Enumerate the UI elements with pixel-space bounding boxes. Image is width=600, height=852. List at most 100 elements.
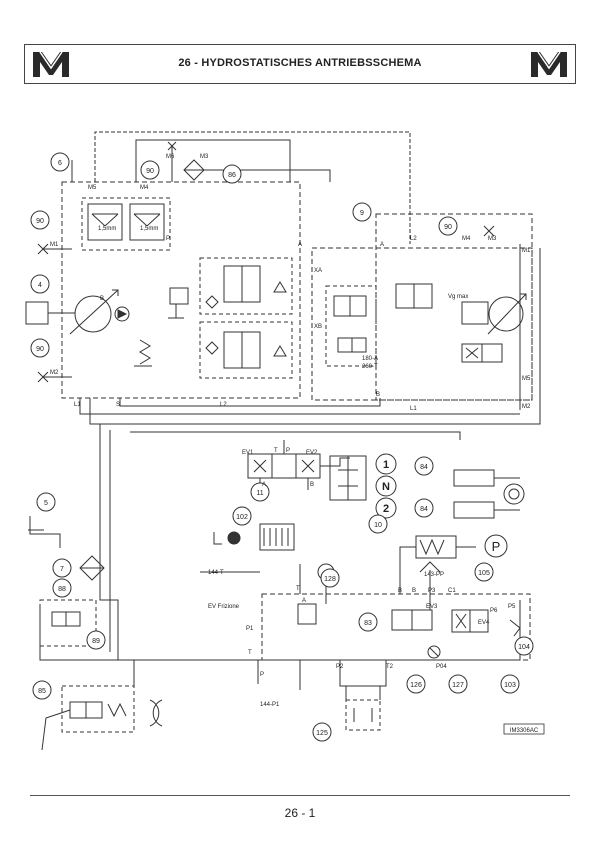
port-xa: XA	[314, 268, 322, 274]
port-p3: P3	[428, 588, 436, 594]
valve-ev4-label: EV4	[478, 620, 490, 626]
control-block	[261, 593, 531, 661]
callout-5: 5	[44, 500, 48, 507]
port-m2-left: M2	[50, 370, 59, 376]
vg-max-label: Vg max	[448, 294, 468, 300]
brand-logo-right	[529, 49, 569, 79]
port-m2-right: M2	[522, 404, 531, 410]
callout-9: 9	[360, 210, 364, 217]
port-b-mid-2: B	[412, 588, 416, 594]
callout-83: 83	[364, 620, 372, 627]
callout-90-left: 90	[36, 218, 44, 225]
callout-103: 103	[504, 682, 516, 689]
valve-ev3-label: EV3	[426, 604, 438, 610]
callout-90-right: 90	[444, 224, 452, 231]
gear-neutral-label: N	[382, 481, 390, 493]
footer-divider	[30, 795, 570, 796]
line-143-pp: 143-PP	[424, 572, 444, 578]
brake-cylinder-bottom	[453, 501, 495, 519]
callout-85: 85	[38, 688, 46, 695]
callout-4: 4	[38, 282, 42, 289]
orifice-label-2: 1,5mm	[140, 226, 158, 232]
port-p-low: P	[260, 672, 264, 678]
pump-assembly-box	[61, 181, 301, 399]
port-b-pump: B	[100, 296, 104, 302]
port-c1: C1	[448, 588, 456, 594]
port-a-top: A	[302, 598, 306, 604]
line-144-t: 144-T	[208, 570, 224, 576]
port-m6: M6	[166, 154, 175, 160]
port-p6: P6	[490, 608, 498, 614]
callout-126: 126	[410, 682, 422, 689]
gear-1-label: 1	[383, 459, 389, 471]
callout-90-lower: 90	[36, 346, 44, 353]
callout-104: 104	[518, 644, 530, 651]
port-s-bottom: S	[116, 402, 120, 408]
callout-102: 102	[236, 514, 248, 521]
port-l1-bottom: L1	[74, 402, 81, 408]
callout-11: 11	[256, 490, 263, 497]
parking-brake-indicator	[484, 534, 508, 558]
callout-105: 105	[478, 570, 490, 577]
ev-frizione-label: EV Frizione	[208, 604, 240, 610]
page-header: 26 - HYDROSTATISCHES ANTRIEBSSCHEMA	[24, 44, 576, 84]
callout-88: 88	[58, 586, 66, 593]
gear-neutral-indicator	[375, 475, 397, 497]
port-m4: M4	[140, 185, 149, 191]
port-m5: M5	[88, 185, 97, 191]
callout-7: 7	[60, 566, 64, 573]
port-b-right: B	[376, 392, 380, 398]
parking-brake-cylinder	[415, 535, 457, 559]
port-m4-right: M4	[462, 236, 471, 242]
variable-pump-symbol	[74, 295, 112, 333]
drive-motor-box	[25, 301, 49, 325]
port-p5: P5	[508, 604, 516, 610]
port-p1: P1	[246, 626, 254, 632]
port-p2: P2	[336, 664, 344, 670]
port-t2: T2	[386, 664, 394, 670]
port-p-ev: P	[286, 448, 290, 454]
port-t-ev: T	[274, 448, 278, 454]
relief-valve-label-t: 260-T	[362, 364, 378, 370]
callout-10: 10	[374, 522, 382, 529]
orifice-label-1: 1,5mm	[98, 226, 116, 232]
callout-6: 6	[58, 160, 62, 167]
relief-valve-label-a: 180-A	[362, 356, 378, 362]
valve-ev2-label: EV2	[306, 450, 318, 456]
port-a-ev: A	[262, 482, 266, 488]
brand-logo-left	[31, 49, 71, 79]
pedal-valve-box	[61, 685, 135, 733]
port-l1-right: L1	[410, 406, 417, 412]
port-m1-right: M1	[522, 248, 531, 254]
port-p-left: P	[166, 236, 170, 242]
document-reference: IM3306AC	[510, 728, 539, 734]
port-b-ev: B	[310, 482, 314, 488]
port-m5-right: M5	[522, 376, 531, 382]
gear-2-label: 2	[383, 503, 389, 515]
valve-ev1-label: EV1	[242, 450, 254, 456]
gear-2-indicator	[375, 497, 397, 519]
line-144-p1: 144-P1	[260, 702, 280, 708]
port-b-mid: B	[398, 588, 402, 594]
port-l2-right: L2	[410, 236, 417, 242]
port-xb: XB	[314, 324, 322, 330]
callout-90-top: 90	[146, 168, 154, 175]
callout-128: 128	[324, 576, 336, 583]
port-m3-top: M3	[200, 154, 209, 160]
callout-125: 125	[316, 730, 328, 737]
callout-127: 127	[452, 682, 464, 689]
return-filter-symbol	[79, 555, 105, 581]
page-title: 26 - HYDROSTATISCHES ANTRIEBSSCHEMA	[178, 57, 422, 69]
gear-1-indicator	[375, 453, 397, 475]
callout-89: 89	[92, 638, 100, 645]
parking-brake-icon: P	[492, 539, 501, 554]
port-l2-bottom: L2	[220, 402, 227, 408]
callout-84-bottom: 84	[420, 506, 428, 513]
callout-86: 86	[228, 172, 236, 179]
speed-sensor-box	[259, 523, 295, 551]
port-m3-right: M3	[488, 236, 497, 242]
port-p04: P04	[436, 664, 447, 670]
port-t-left: T	[248, 650, 252, 656]
